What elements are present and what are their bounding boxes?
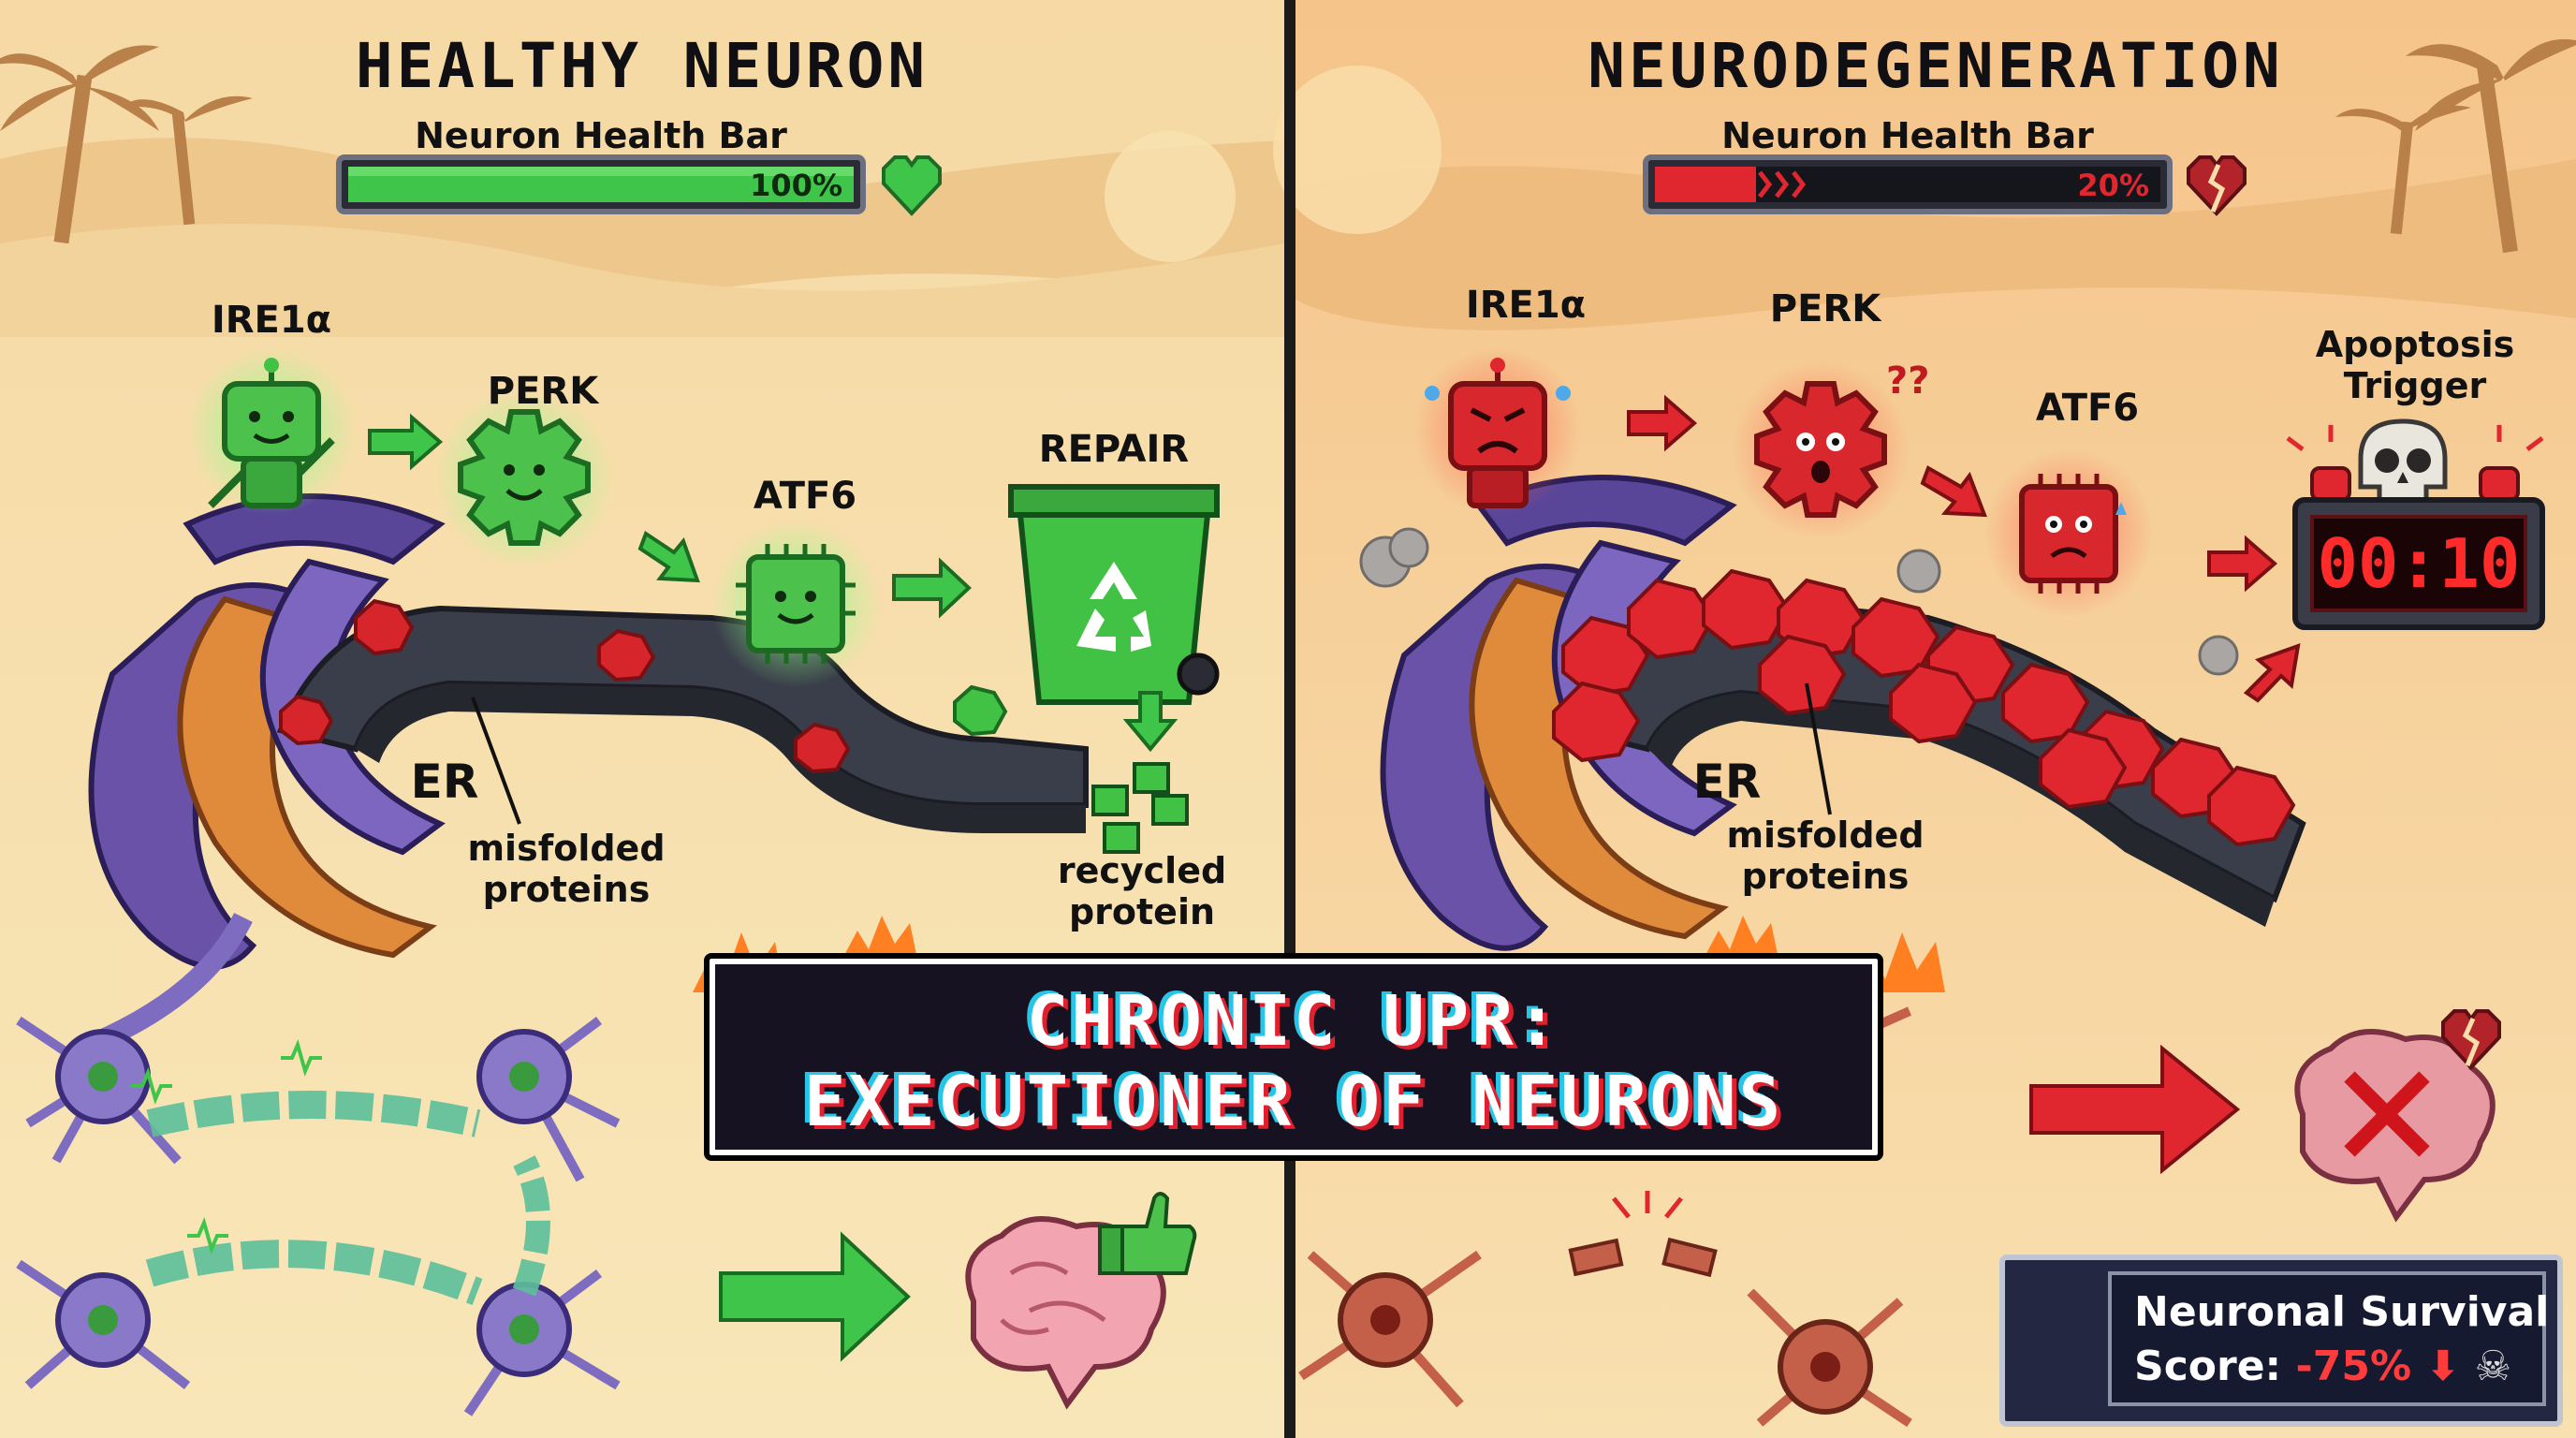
misfolded-pointer bbox=[1805, 682, 1832, 815]
red-arrow-icon bbox=[2029, 1044, 2241, 1175]
left-health-bar bbox=[336, 154, 866, 214]
left-healthy-neurons bbox=[16, 912, 621, 1416]
right-health-bar bbox=[1643, 154, 2173, 214]
left-ire1a-label: IRE1α bbox=[211, 299, 332, 342]
panel-divider bbox=[1284, 0, 1295, 1438]
green-arrow-icon bbox=[719, 1231, 911, 1362]
red-arrow-icon bbox=[1627, 394, 2301, 703]
broken-heart-icon bbox=[2187, 155, 2247, 216]
sun-icon bbox=[1105, 131, 1236, 262]
perk-gear-icon bbox=[435, 389, 613, 566]
left-desert bbox=[0, 45, 1284, 337]
smoke-icon bbox=[1359, 527, 2239, 676]
right-perk-label: PERK bbox=[1769, 287, 1881, 330]
ire1a-stressed-icon bbox=[1413, 346, 1582, 515]
svg-text:??: ?? bbox=[1886, 360, 1929, 403]
ire1a-robot-icon bbox=[187, 346, 356, 515]
right-atf6-label: ATF6 bbox=[2035, 387, 2140, 430]
dying-brain-icon bbox=[2294, 1029, 2496, 1223]
right-misfolded-protein-pile bbox=[1552, 568, 2296, 847]
thumbs-up-icon bbox=[1098, 1192, 1197, 1275]
left-misfolded-protein-icon bbox=[279, 598, 851, 774]
recycled-protein-icon bbox=[1091, 762, 1189, 854]
left-er-label: ER bbox=[410, 755, 479, 809]
left-misfolded-label: misfolded proteins bbox=[467, 828, 666, 910]
timer-display bbox=[2292, 497, 2545, 630]
atf6-chip-icon bbox=[711, 520, 880, 688]
right-health-percent: 20% bbox=[2077, 168, 2149, 203]
misfolded-pointer bbox=[471, 697, 521, 825]
apoptosis-timer: 00:10 bbox=[2317, 524, 2521, 603]
right-misfolded-label: misfolded proteins bbox=[1726, 814, 1925, 897]
broken-heart-icon bbox=[2441, 1009, 2501, 1070]
recycled-protein-label: recycled protein bbox=[1057, 850, 1227, 932]
banner-line-2: EXECUTIONER OF NEURONS bbox=[803, 1062, 1784, 1142]
sun-icon bbox=[1273, 66, 1442, 234]
palm-tree-icon bbox=[0, 45, 253, 244]
left-atf6-label: ATF6 bbox=[753, 475, 857, 518]
heart-icon bbox=[882, 155, 942, 216]
score-row: Score: -75% ⬇ ☠ bbox=[2134, 1343, 2511, 1390]
left-perk-label: PERK bbox=[487, 370, 599, 413]
left-folded-protein-icon bbox=[953, 684, 1008, 737]
left-er-organelle bbox=[88, 493, 446, 970]
palm-tree-icon bbox=[2335, 38, 2576, 254]
left-conveyor-belt bbox=[276, 605, 1089, 833]
green-arrow-icon bbox=[368, 413, 1178, 753]
chronic-upr-banner: CHRONIC UPR: EXECUTIONER OF NEURONS bbox=[704, 953, 1883, 1161]
right-ire1a-label: IRE1α bbox=[1465, 284, 1587, 327]
skull-icon: ☠ bbox=[2474, 1343, 2512, 1390]
right-desert bbox=[1273, 38, 2576, 330]
score-label: Score: bbox=[2134, 1343, 2282, 1390]
down-arrow-icon: ⬇ bbox=[2425, 1343, 2461, 1390]
apoptosis-trigger-label: Apoptosis Trigger bbox=[2315, 324, 2515, 406]
skull-icon bbox=[2358, 418, 2448, 508]
atf6-stressed-chip-icon bbox=[1984, 449, 2153, 618]
left-health-percent: 100% bbox=[750, 168, 842, 203]
recycle-icon bbox=[1076, 562, 1151, 652]
left-health-bar-label: Neuron Health Bar bbox=[415, 115, 787, 156]
perk-stressed-gear-icon: ?? bbox=[1732, 360, 1929, 538]
banner-line-1: CHRONIC UPR: bbox=[1026, 981, 1561, 1062]
alarm-light-icon bbox=[2286, 425, 2544, 502]
repair-label: REPAIR bbox=[1038, 428, 1190, 471]
score-panel: Neuronal Survival Score: -75% ⬇ ☠ bbox=[2108, 1271, 2550, 1406]
left-panel-title: HEALTHY NEURON bbox=[355, 30, 929, 102]
right-er-label: ER bbox=[1692, 755, 1762, 809]
score-title: Neuronal Survival bbox=[2134, 1288, 2550, 1336]
right-health-bar-label: Neuron Health Bar bbox=[1721, 115, 2094, 156]
neuronal-survival-score-box: Neuronal Survival Score: -75% ⬇ ☠ bbox=[1999, 1255, 2563, 1427]
score-value: -75% bbox=[2295, 1343, 2412, 1390]
repair-bin-icon bbox=[1008, 484, 1220, 705]
right-panel-title: NEURODEGENERATION bbox=[1588, 30, 2284, 102]
